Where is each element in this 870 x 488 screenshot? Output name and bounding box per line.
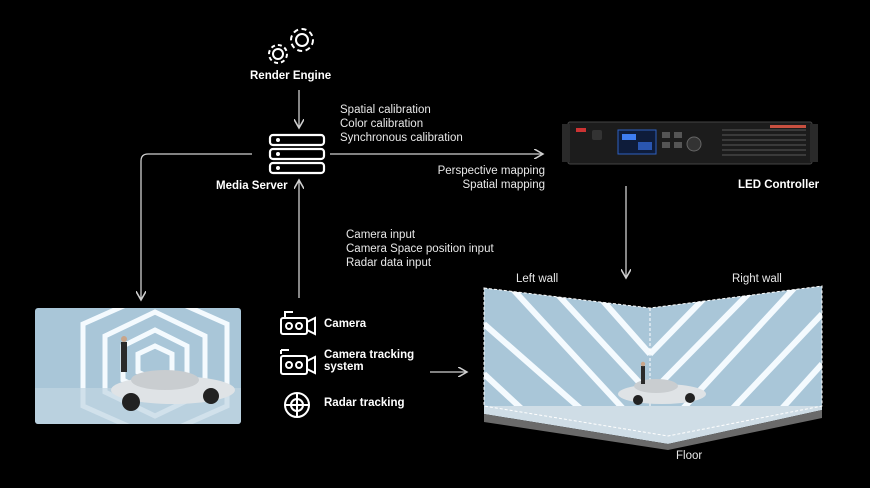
calibration-color: Color calibration: [340, 118, 424, 130]
led-controller-device: [562, 118, 818, 170]
camera-tracking-label: Camera tracking system: [324, 349, 414, 373]
camera-tracking-label-line2: system: [324, 361, 364, 373]
camera-label: Camera: [324, 318, 367, 330]
radar-label: Radar tracking: [324, 397, 405, 409]
input-radar: Radar data input: [346, 257, 432, 269]
inputs-list: Camera input Camera Space position input…: [346, 228, 494, 270]
render-engine-gears-icon: [263, 26, 321, 66]
camera-tracking-icon: [279, 348, 317, 378]
camera-tracking-label-line1: Camera tracking: [324, 349, 415, 361]
mapping-spatial: Spatial mapping: [462, 179, 545, 191]
calibration-spatial: Spatial calibration: [340, 104, 431, 116]
left-wall-label: Left wall: [516, 273, 559, 285]
led-controller-label: LED Controller: [738, 179, 820, 191]
server-icon: [267, 132, 327, 176]
radar-icon: [282, 390, 312, 420]
right-wall-label: Right wall: [732, 273, 782, 285]
input-camera-space: Camera Space position input: [346, 243, 494, 255]
led-stage-image: [478, 284, 830, 450]
floor-label: Floor: [676, 450, 703, 462]
calibration-sync: Synchronous calibration: [340, 132, 463, 144]
arrow-server-to-monitor: [141, 153, 252, 300]
mapping-perspective: Perspective mapping: [437, 165, 545, 177]
camera-icon: [279, 308, 317, 338]
mapping-list: Perspective mapping Spatial mapping: [412, 164, 545, 192]
media-server-label: Media Server: [216, 180, 288, 192]
render-engine-label: Render Engine: [250, 70, 332, 82]
input-camera: Camera input: [346, 229, 416, 241]
monitor-preview-image: [35, 308, 241, 424]
calibration-list: Spatial calibration Color calibration Sy…: [340, 103, 463, 145]
